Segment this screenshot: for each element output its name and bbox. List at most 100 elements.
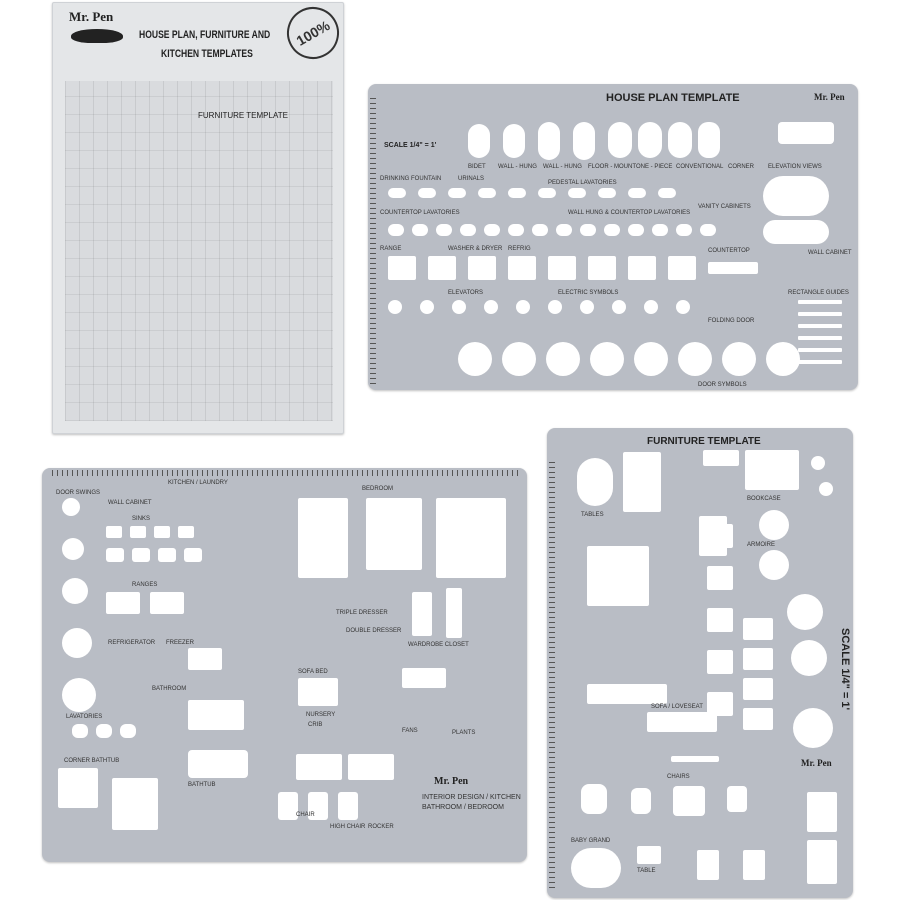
stencil-cutout (548, 256, 576, 280)
template-label: WALL CABINET (108, 500, 152, 506)
stencil-cutout (787, 594, 823, 630)
stencil-cutout (298, 498, 348, 578)
template-label: CRIB (308, 722, 323, 728)
furniture-brand: Mr. Pen (801, 758, 832, 768)
stencil-cutout (707, 566, 733, 590)
ruler-edge (52, 470, 522, 476)
stencil-cutout (538, 188, 556, 198)
stencil-cutout (428, 256, 456, 280)
stencil-cutout (763, 220, 829, 244)
template-label: ARMOIRE (747, 542, 776, 548)
stencil-cutout (412, 592, 432, 636)
template-label: ELECTRIC SYMBOLS (558, 290, 619, 296)
stencil-cutout (460, 224, 476, 236)
template-label: LAVATORIES (66, 714, 103, 720)
stencil-cutout (188, 750, 248, 778)
stencil-cutout (298, 678, 338, 706)
template-label: BATHTUB (188, 782, 216, 788)
stencil-cutout (727, 786, 747, 812)
template-label: PLANTS (452, 730, 476, 736)
stencil-cutout (798, 336, 842, 340)
stencil-cutout (278, 792, 298, 820)
stencil-cutout (798, 300, 842, 304)
stencil-cutout (791, 640, 827, 676)
house-plan-title: HOUSE PLAN TEMPLATE (606, 92, 740, 104)
interior-design-template: Mr. Pen INTERIOR DESIGN / KITCHEN BATHRO… (42, 468, 527, 862)
template-label: URINALS (458, 176, 485, 182)
stencil-cutout (638, 122, 662, 158)
stencil-cutout (468, 124, 490, 158)
stencil-cutout (62, 628, 92, 658)
template-label: ONE - PIECE (636, 164, 673, 170)
template-label: TRIPLE DRESSER (336, 610, 388, 616)
stencil-cutout (590, 342, 624, 376)
template-label: WALL CABINET (808, 250, 852, 256)
stencil-cutout (577, 458, 613, 506)
stencil-cutout (743, 850, 765, 880)
stencil-cutout (296, 754, 342, 780)
stencil-cutout (412, 224, 428, 236)
template-label: TABLE (637, 868, 656, 874)
stencil-cutout (623, 452, 661, 512)
stencil-cutout (759, 550, 789, 580)
stencil-cutout (647, 712, 717, 732)
package-title-line1: HOUSE PLAN, FURNITURE AND (139, 29, 271, 41)
stencil-cutout (807, 792, 837, 832)
package-window (65, 81, 333, 421)
template-label: FREEZER (166, 640, 195, 646)
stencil-cutout (436, 224, 452, 236)
stencil-cutout (668, 122, 692, 158)
template-label: FANS (402, 728, 418, 734)
stencil-cutout (580, 224, 596, 236)
stencil-cutout (338, 792, 358, 820)
stencil-cutout (548, 300, 562, 314)
stencil-cutout (676, 224, 692, 236)
stencil-cutout (598, 188, 616, 198)
template-label: DOUBLE DRESSER (346, 628, 402, 634)
stencil-cutout (62, 498, 80, 516)
stencil-cutout (188, 700, 244, 730)
template-label: REFRIG (508, 246, 531, 252)
stencil-cutout (707, 524, 733, 548)
template-label: SOFA / LOVESEAT (651, 704, 703, 710)
stencil-cutout (72, 724, 88, 738)
stencil-cutout (388, 256, 416, 280)
template-label: CHAIR (296, 812, 315, 818)
stencil-cutout (62, 578, 88, 604)
template-label: PEDESTAL LAVATORIES (548, 180, 617, 186)
stencil-cutout (106, 592, 140, 614)
stencil-cutout (571, 848, 621, 888)
stencil-cutout (62, 538, 84, 560)
template-label: SOFA BED (298, 669, 328, 675)
stencil-cutout (184, 548, 202, 562)
stencil-cutout (807, 840, 837, 884)
stencil-cutout (763, 176, 829, 216)
stencil-cutout (484, 224, 500, 236)
stencil-cutout (708, 262, 758, 274)
stencil-cutout (707, 650, 733, 674)
house-plan-template: HOUSE PLAN TEMPLATE Mr. Pen SCALE 1/4" =… (368, 84, 858, 390)
stencil-cutout (388, 224, 404, 236)
stencil-cutout (436, 498, 506, 578)
stencil-cutout (678, 342, 712, 376)
mustache-logo-icon (71, 29, 123, 43)
stencil-cutout (587, 546, 649, 606)
stencil-cutout (132, 548, 150, 562)
template-label: RANGE (380, 246, 402, 252)
guarantee-seal: 100% (277, 3, 343, 69)
template-label: COUNTERTOP (708, 248, 750, 254)
stencil-cutout (628, 256, 656, 280)
stencil-cutout (676, 300, 690, 314)
stencil-cutout (698, 122, 720, 158)
stencil-cutout (508, 224, 524, 236)
interior-footer-line2: BATHROOM / BEDROOM (422, 804, 504, 811)
stencil-cutout (308, 792, 328, 820)
package-inner-label: FURNITURE TEMPLATE (198, 111, 288, 120)
stencil-cutout (811, 456, 825, 470)
stencil-cutout (700, 224, 716, 236)
stencil-cutout (508, 256, 536, 280)
stencil-cutout (573, 122, 595, 160)
stencil-cutout (154, 526, 170, 538)
template-label: CORNER BATHTUB (64, 758, 120, 764)
stencil-cutout (516, 300, 530, 314)
